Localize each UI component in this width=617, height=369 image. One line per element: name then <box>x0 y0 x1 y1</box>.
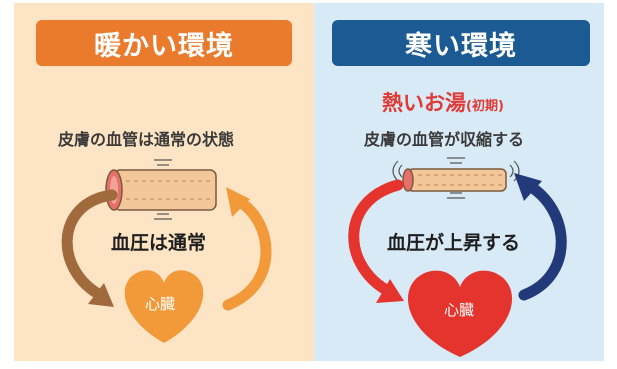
cold-environment-title: 寒い環境 <box>332 20 590 66</box>
warm-blood-pressure-label: 血圧は通常 <box>111 232 207 254</box>
hot-bath-subtitle: 熱いお湯(初期) <box>382 87 504 117</box>
warm-left-arrow <box>61 189 118 307</box>
warm-heart-icon <box>124 270 204 343</box>
warm-environment-title: 暖かい環境 <box>36 20 292 66</box>
warm-vessel-marks <box>154 159 172 220</box>
cold-left-arrow <box>348 179 404 303</box>
warm-heart-label: 心臓 <box>145 295 176 313</box>
cold-heart-icon <box>407 270 513 357</box>
warm-vessel-caption: 皮膚の血管は通常の状態 <box>58 130 235 149</box>
cold-vessel-marks <box>392 157 520 199</box>
cold-environment-panel: 寒い環境 熱いお湯(初期) 皮膚の血管が収縮する <box>314 3 604 361</box>
cold-blood-vessel <box>402 168 507 192</box>
cold-heart-label: 心臓 <box>444 301 475 319</box>
warm-right-arrow <box>222 187 272 311</box>
initial-stage-note: (初期) <box>466 99 504 114</box>
cold-right-arrow <box>514 173 567 301</box>
warm-circulation-illustration <box>61 159 272 343</box>
warm-blood-vessel <box>105 169 217 211</box>
cold-blood-pressure-label: 血圧が上昇する <box>387 232 521 254</box>
warm-environment-panel: 暖かい環境 皮膚の血管は通常の状態 <box>14 3 314 361</box>
cold-circulation-illustration <box>348 157 567 357</box>
hot-bath-label: 熱いお湯 <box>382 91 466 115</box>
cold-vessel-caption: 皮膚の血管が収縮する <box>364 130 525 149</box>
